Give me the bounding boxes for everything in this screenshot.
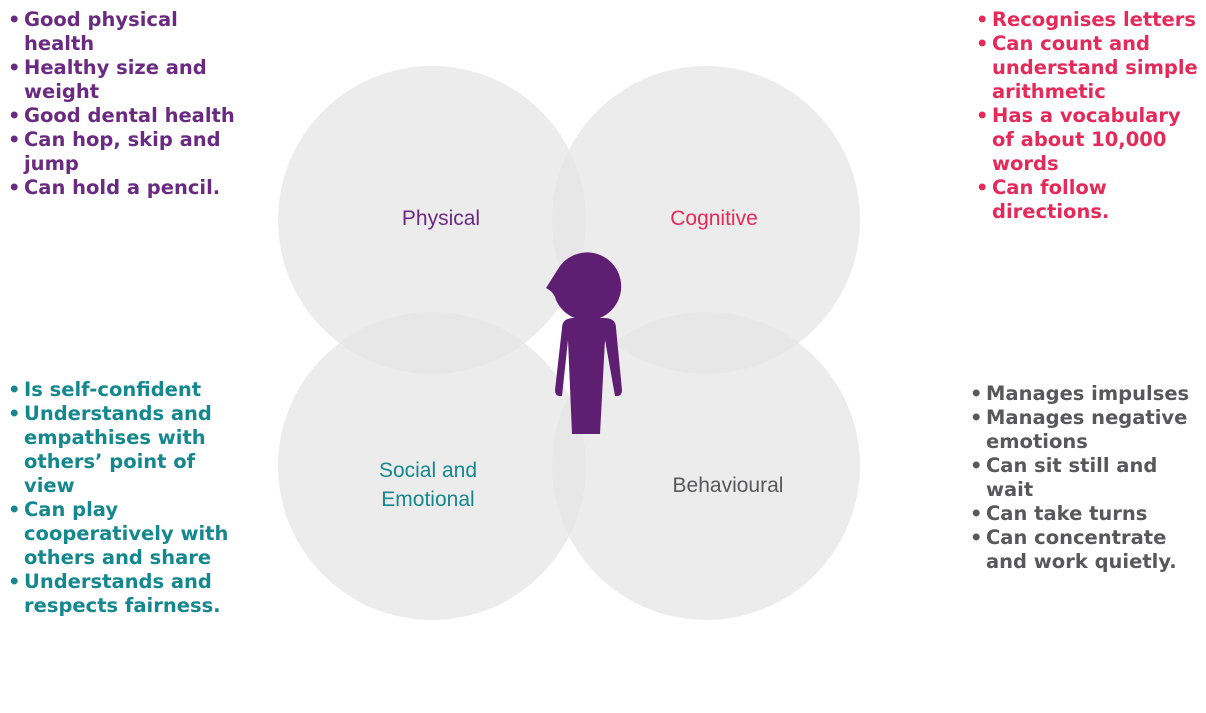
physical-circle xyxy=(278,66,586,374)
physical-list: Good physical health Healthy size and we… xyxy=(8,8,248,200)
cognitive-label: Cognitive xyxy=(670,207,758,230)
behavioural-circle xyxy=(552,312,860,620)
list-item: Can concentrate and work quietly. xyxy=(970,526,1190,574)
list-item: Good dental health xyxy=(8,104,248,128)
behavioural-label: Behavioural xyxy=(673,474,784,497)
person-icon xyxy=(546,252,622,434)
social-list: Is self-confident Understands and empath… xyxy=(8,378,248,618)
list-item: Can play cooperatively with others and s… xyxy=(8,498,248,570)
list-item: Has a vocabulary of about 10,000 words xyxy=(976,104,1201,176)
list-item: Good physical health xyxy=(8,8,248,56)
list-item: Healthy size and weight xyxy=(8,56,248,104)
list-item: Manages negative emotions xyxy=(970,406,1190,454)
physical-label: Physical xyxy=(402,207,480,230)
list-item: Can count and understand simple arithmet… xyxy=(976,32,1201,104)
list-item: Can sit still and wait xyxy=(970,454,1190,502)
social-circle xyxy=(278,312,586,620)
list-item: Understands and respects fairness. xyxy=(8,570,248,618)
social-label-line2: Emotional xyxy=(381,488,474,511)
list-item: Manages impulses xyxy=(970,382,1190,406)
cognitive-list: Recognises letters Can count and underst… xyxy=(976,8,1201,224)
cognitive-circle xyxy=(552,66,860,374)
social-label-line1: Social and xyxy=(379,459,477,482)
list-item: Understands and empathises with others’ … xyxy=(8,402,248,498)
list-item: Can follow directions. xyxy=(976,176,1201,224)
list-item: Recognises letters xyxy=(976,8,1201,32)
list-item: Is self-confident xyxy=(8,378,248,402)
list-item: Can hop, skip and jump xyxy=(8,128,248,176)
list-item: Can take turns xyxy=(970,502,1190,526)
list-item: Can hold a pencil. xyxy=(8,176,248,200)
behavioural-list: Manages impulses Manages negative emotio… xyxy=(970,382,1190,574)
